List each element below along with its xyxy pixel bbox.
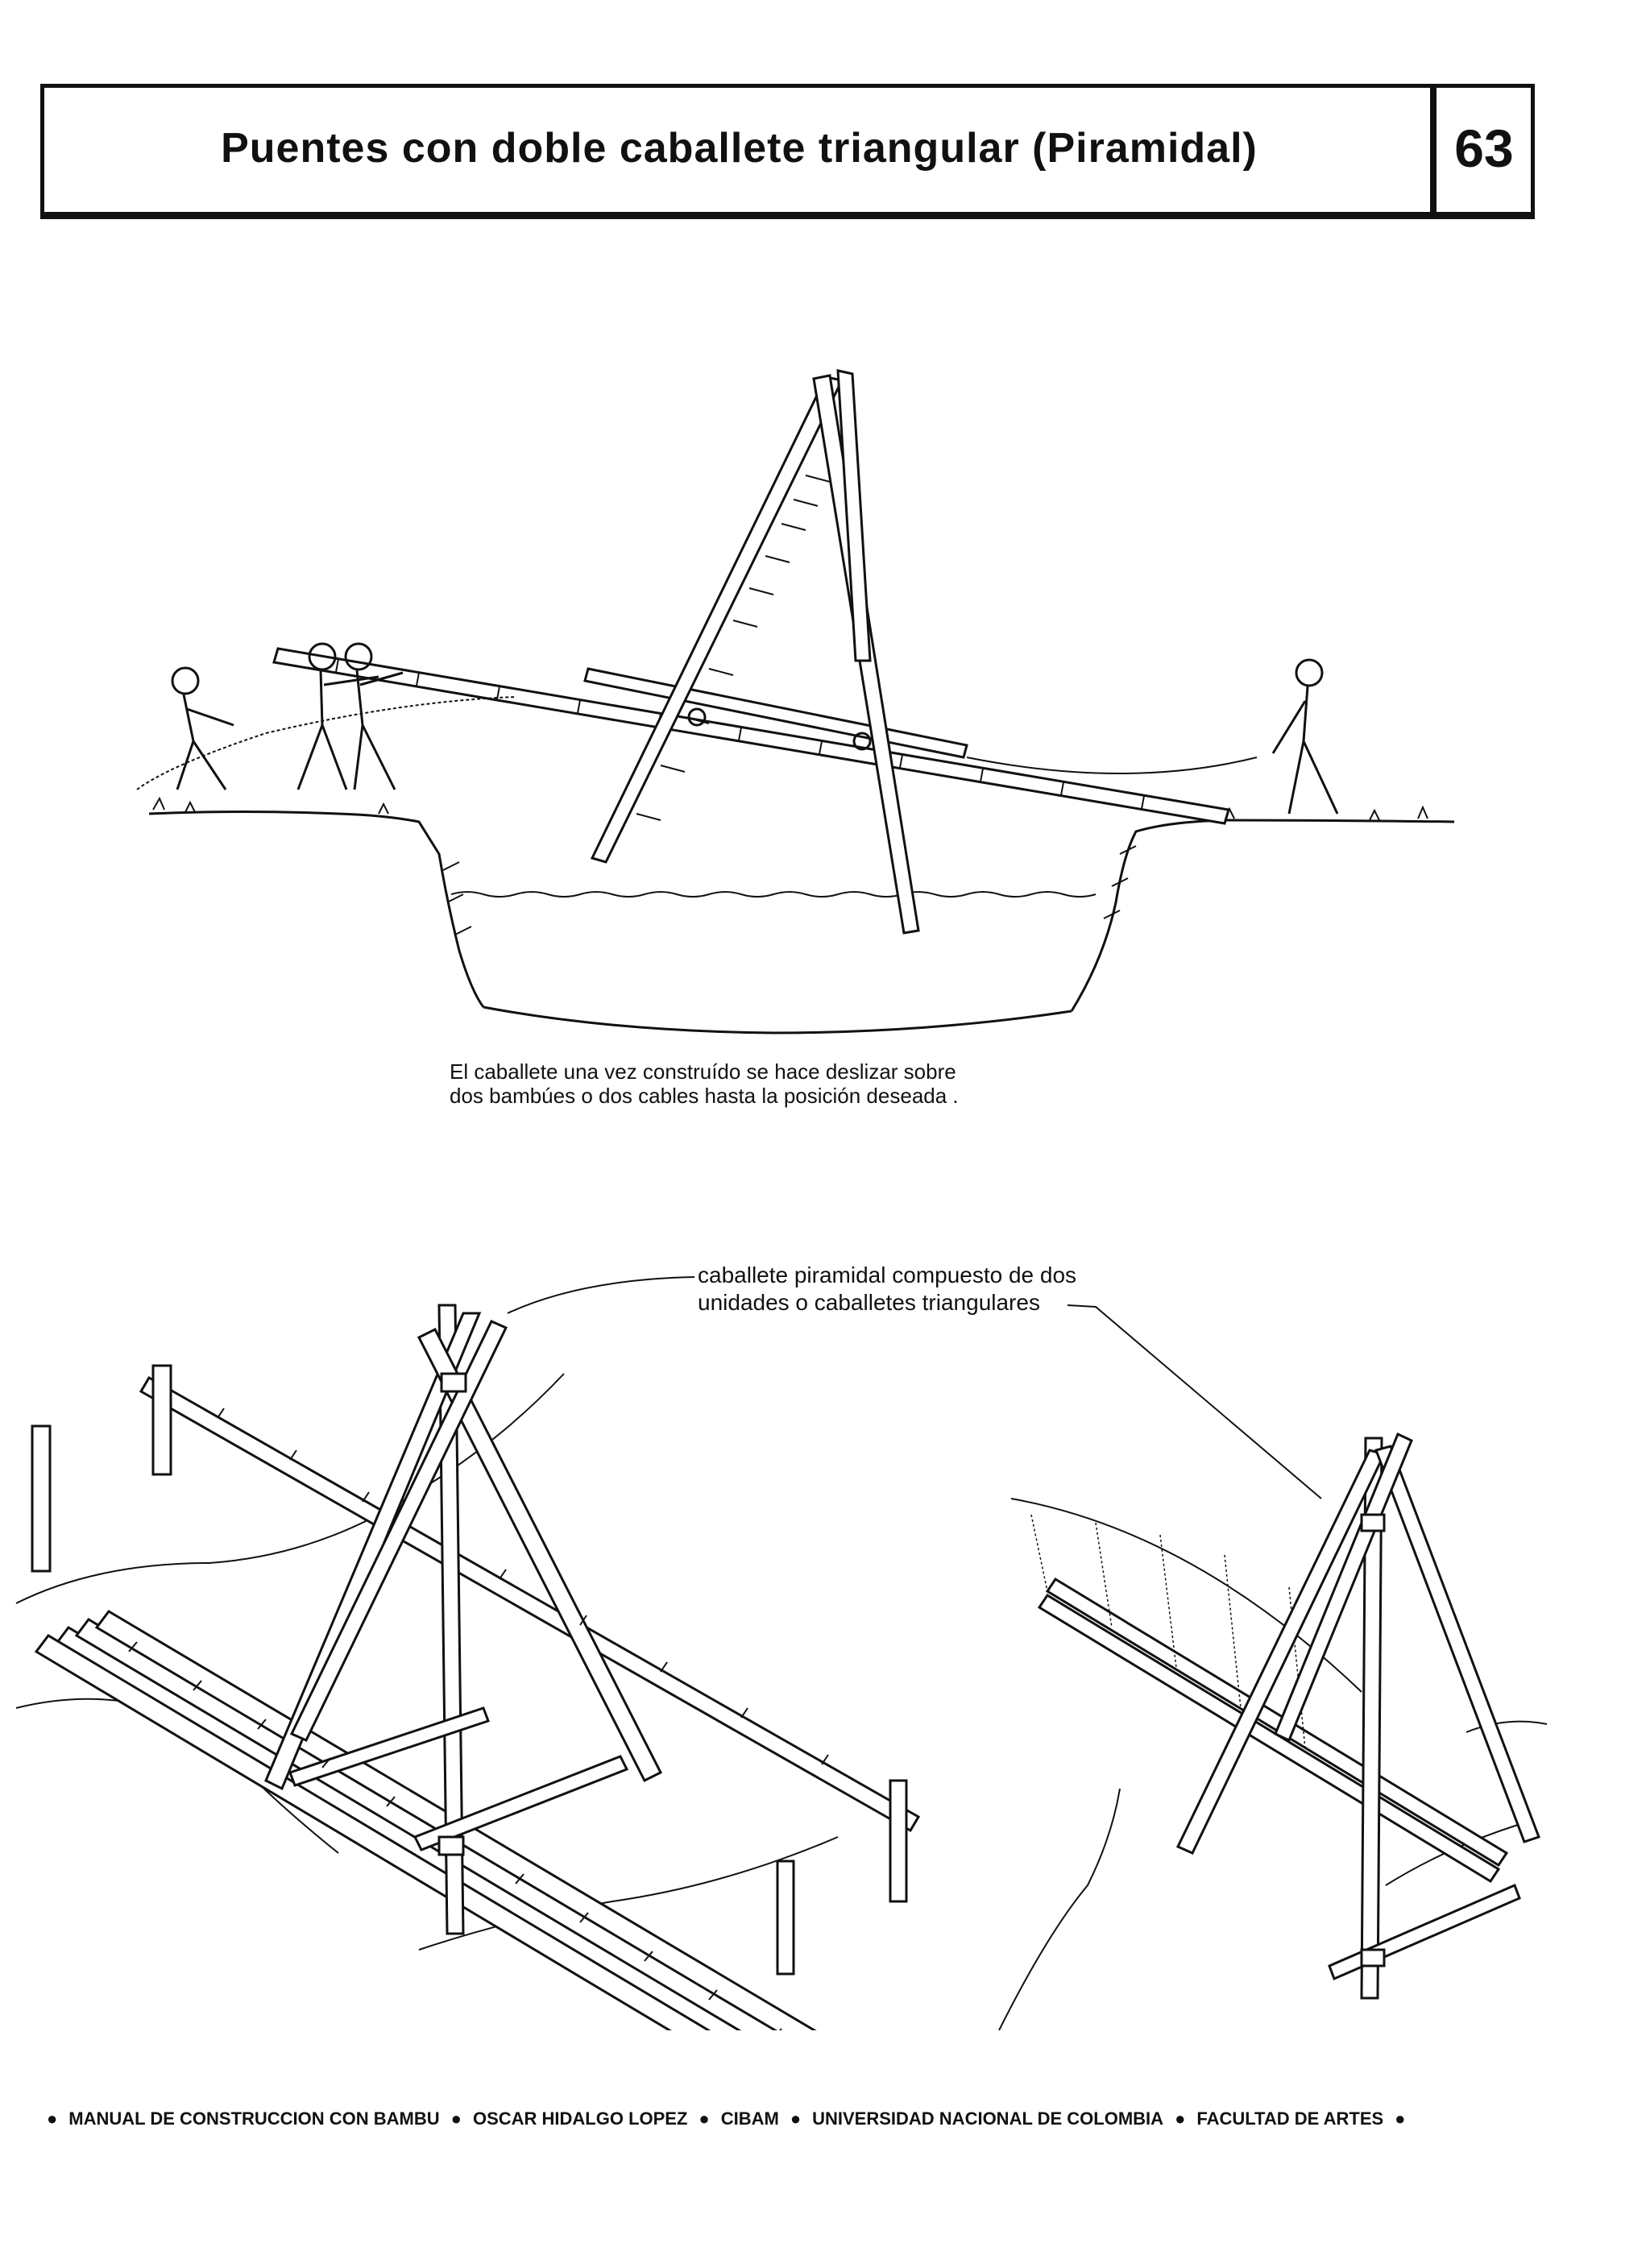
footer-item-university: UNIVERSIDAD NACIONAL DE COLOMBIA (812, 2108, 1164, 2129)
footer-item-faculty: FACULTAD DE ARTES (1196, 2108, 1384, 2129)
pyramid-leg-r1 (1360, 1437, 1383, 2000)
page-title: Puentes con doble caballete triangular (… (221, 125, 1258, 172)
caption-line-1: El caballete una vez construído se hace … (450, 1059, 956, 1084)
rope-right (966, 757, 1258, 774)
footer-bullet: ● (47, 2108, 58, 2129)
suspension-deck-2 (1045, 1577, 1509, 1868)
worker-figure-2 (296, 642, 379, 790)
page-number: 63 (1454, 118, 1514, 178)
cross-beam-lower (412, 1755, 629, 1851)
water-surface (450, 891, 1097, 898)
cross-beam-r (1328, 1883, 1521, 1981)
footer-bullet: ● (450, 2108, 462, 2129)
footer-item-author: OSCAR HIDALGO LOPEZ (472, 2108, 688, 2129)
callout-line-2: unidades o caballetes triangulares (698, 1290, 1040, 1315)
footer: ● MANUAL DE CONSTRUCCION CON BAMBU ● OSC… (47, 2104, 1561, 2133)
worker-figure-4 (1271, 658, 1339, 815)
worker-figure-3 (344, 642, 404, 790)
rope-left (136, 696, 516, 790)
pyramid-leg-r4 (1274, 1432, 1413, 1743)
illustration-sliding-trestle (136, 369, 1455, 1034)
end-post-right-2 (776, 1860, 795, 1976)
footer-bullet: ● (790, 2108, 802, 2129)
callout-label: caballete piramidal compuesto de dos uni… (698, 1262, 1181, 1316)
callout-leader-left (507, 1276, 695, 1314)
terrain-right (998, 1788, 1121, 2030)
illustration-pyramidal-trestle-bridges (15, 1276, 1548, 2030)
trestle-leg-back (836, 369, 872, 662)
ground-right (1070, 819, 1455, 1012)
figure-caption: El caballete una vez construído se hace … (450, 1059, 1094, 1108)
footer-item-manual: MANUAL DE CONSTRUCCION CON BAMBU (68, 2108, 440, 2129)
footer-bullet: ● (699, 2108, 710, 2129)
terrain-left (15, 1373, 565, 1604)
footer-bullet: ● (1395, 2108, 1406, 2129)
footer-bullet: ● (1175, 2108, 1186, 2129)
title-divider (1430, 84, 1436, 219)
worker-figure-1 (171, 666, 234, 790)
pyramid-leg-r3 (1374, 1445, 1540, 1843)
trestle-leg-left (590, 375, 844, 864)
cross-beam-upper (288, 1706, 490, 1787)
caption-line-2: dos bambúes o dos cables hasta la posici… (450, 1084, 959, 1108)
slide-pole-lower (272, 647, 1230, 825)
ground-left (148, 811, 485, 1008)
riverbed (483, 1005, 1072, 1034)
end-post-right-1 (889, 1779, 908, 1903)
title-frame (40, 84, 1535, 219)
end-post-left-1 (31, 1424, 52, 1573)
pyramid-leg-4 (289, 1320, 508, 1742)
end-post-left-2 (151, 1364, 172, 1476)
pyramid-leg-2 (264, 1312, 482, 1791)
footer-item-cibam: CIBAM (720, 2108, 779, 2129)
suspension-deck (1037, 1593, 1501, 1884)
pyramid-leg-3 (417, 1327, 663, 1783)
callout-leader-right (1067, 1304, 1322, 1499)
callout-line-1: caballete piramidal compuesto de dos (698, 1263, 1077, 1287)
